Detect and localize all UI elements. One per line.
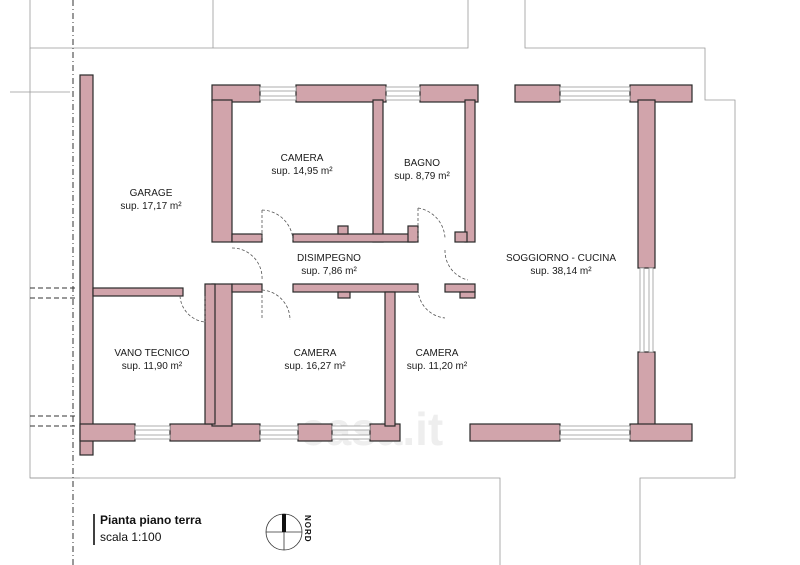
context-lines bbox=[10, 0, 736, 565]
title-block: Pianta piano terra scala 1:100 bbox=[93, 513, 202, 545]
walls bbox=[79, 74, 693, 456]
room-name: SOGGIORNO - CUCINA bbox=[506, 253, 616, 264]
room-name: CAMERA bbox=[416, 348, 459, 359]
windows bbox=[134, 86, 654, 440]
room-label-soggiorno: SOGGIORNO - CUCINA sup. 38,14 m² bbox=[506, 253, 616, 277]
room-name: CAMERA bbox=[281, 153, 324, 164]
room-name: DISIMPEGNO bbox=[297, 253, 361, 264]
room-label-bagno: BAGNO sup. 8,79 m² bbox=[394, 158, 450, 182]
room-name: BAGNO bbox=[404, 158, 440, 169]
room-area: sup. 8,79 m² bbox=[394, 171, 450, 182]
room-label-camera-2: CAMERA sup. 16,27 m² bbox=[284, 348, 346, 372]
room-label-disimpegno: DISIMPEGNO sup. 7,86 m² bbox=[297, 253, 361, 277]
door-swings bbox=[179, 207, 469, 323]
room-area: sup. 17,17 m² bbox=[120, 201, 182, 212]
room-area: sup. 11,90 m² bbox=[122, 361, 183, 372]
room-area: sup. 38,14 m² bbox=[530, 266, 592, 277]
plan-scale: scala 1:100 bbox=[100, 530, 162, 544]
compass: NORD bbox=[265, 513, 312, 551]
room-area: sup. 11,20 m² bbox=[407, 361, 468, 372]
room-area: sup. 16,27 m² bbox=[284, 361, 346, 372]
room-area: sup. 14,95 m² bbox=[271, 166, 333, 177]
room-name: GARAGE bbox=[130, 188, 173, 199]
room-name: CAMERA bbox=[294, 348, 337, 359]
compass-label: NORD bbox=[303, 515, 312, 543]
axis-lines bbox=[30, 0, 75, 565]
room-label-garage: GARAGE sup. 17,17 m² bbox=[120, 188, 182, 212]
room-label-vano-tecnico: VANO TECNICO sup. 11,90 m² bbox=[114, 348, 189, 372]
room-name: VANO TECNICO bbox=[114, 348, 189, 359]
plan-title: Pianta piano terra bbox=[100, 513, 202, 527]
room-label-camera-1: CAMERA sup. 14,95 m² bbox=[271, 153, 333, 177]
room-label-camera-3: CAMERA sup. 11,20 m² bbox=[407, 348, 468, 372]
room-area: sup. 7,86 m² bbox=[301, 266, 357, 277]
